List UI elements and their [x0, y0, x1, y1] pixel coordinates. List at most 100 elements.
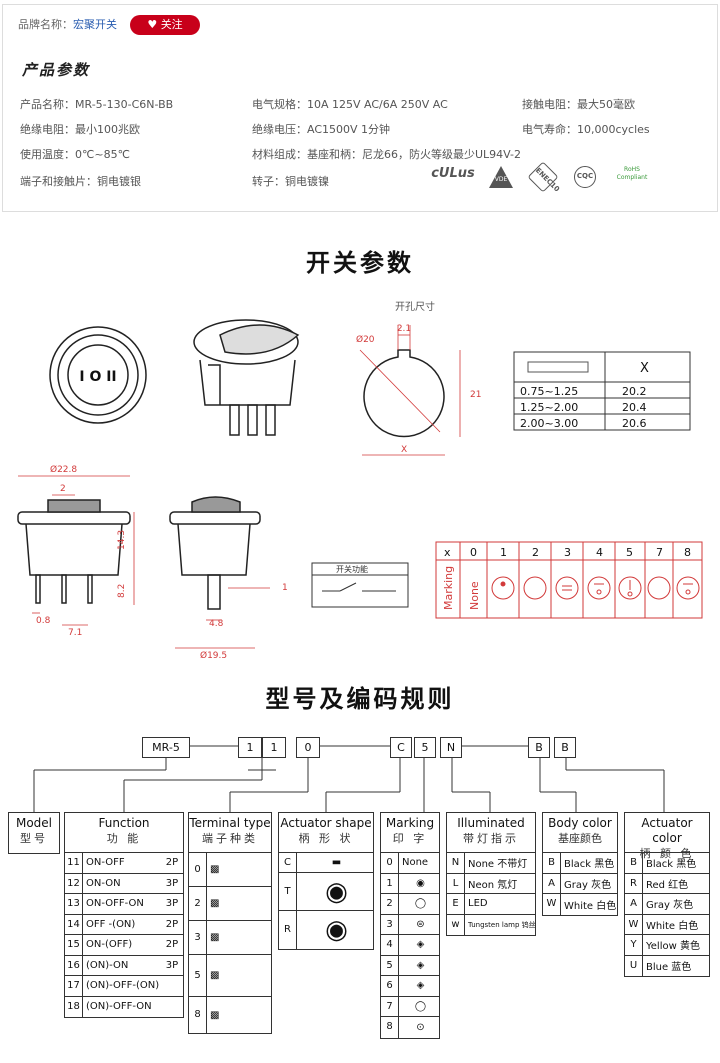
marking-col-8: 8: [684, 546, 691, 559]
code-function-1: 1: [238, 737, 262, 758]
front-view: [49, 326, 147, 424]
follow-label: 关注: [160, 18, 183, 31]
marking-5-icon: ◈: [416, 959, 425, 971]
thickness-range-2: 1.25~2.00: [520, 401, 578, 414]
marking-x: x: [444, 546, 451, 559]
terminal-2-icon: ▩: [210, 898, 220, 909]
brand-link[interactable]: 宏聚开关: [73, 18, 117, 31]
terminal-5-icon: ▩: [210, 970, 220, 981]
dim-d20: Ø20: [356, 334, 375, 345]
rocker-marking: I O II: [79, 369, 116, 385]
code-function-2: 1: [262, 737, 286, 758]
param-rotor: 转子：铜电镀镍: [252, 175, 329, 188]
param-temperature: 使用温度：0℃~85℃: [20, 148, 130, 161]
dim-0-8: 0.8: [36, 616, 51, 626]
marking-none: None: [468, 581, 481, 610]
model-en: Model: [15, 816, 53, 830]
hole-title: 开孔尺寸: [395, 300, 435, 313]
dim-7-1: 7.1: [68, 628, 82, 638]
product-info-card: [2, 4, 718, 212]
actuator-row: R◉: [279, 911, 373, 949]
marking-col-4: 4: [596, 546, 603, 559]
switch-function-label: 开关功能: [336, 564, 368, 574]
coding-title: 型号及编码规则: [265, 685, 455, 713]
marking-en: Marking: [385, 816, 435, 830]
marking-row: 2◯: [381, 894, 439, 915]
terminal-row: 0▩: [189, 853, 271, 887]
actuator-row: C▬: [279, 853, 373, 873]
vde-cert-icon: VDE: [488, 166, 514, 192]
dim-d19-5: Ø19.5: [200, 650, 227, 660]
dim-2: 2: [60, 484, 66, 494]
dim-d22-8: Ø22.8: [50, 464, 77, 475]
brand-label: 品牌名称：: [18, 18, 73, 31]
marking-col-2: 2: [532, 546, 539, 559]
code-illuminated: N: [440, 737, 462, 758]
marking-3-icon: ⊜: [416, 918, 425, 930]
model-cn: 型号: [20, 832, 48, 845]
marking-1-icon: ◉: [416, 877, 425, 889]
param-terminal: 端子和接触片：铜电镀银: [20, 175, 141, 188]
code-connectors: [33, 745, 665, 812]
marking-7-icon: ◯: [414, 1000, 427, 1012]
product-params-title: 产品参数: [22, 61, 91, 79]
terminal-cn: 端子种类: [202, 832, 258, 845]
perspective-view: [193, 319, 300, 436]
param-insulation-voltage: 绝缘电压：AC1500V 1分钟: [252, 123, 391, 136]
param-insulation-resistance: 绝缘电阻：最小100兆欧: [20, 123, 140, 136]
side-left-dims: [18, 475, 135, 626]
side-view-middle: [169, 496, 261, 610]
terminal-row: 8▩: [189, 997, 271, 1033]
body-color-en: Body color: [548, 816, 612, 830]
marking-row: 4◈: [381, 935, 439, 956]
marking-2-icon: ◯: [414, 898, 427, 910]
side-view-left: [17, 499, 131, 604]
code-body-color: B: [528, 737, 550, 758]
illuminated-en: Illuminated: [457, 816, 525, 830]
actuator-r-icon: ◉: [325, 915, 348, 945]
dim-2-1: 2.1: [397, 324, 411, 334]
code-marking: 5: [414, 737, 436, 758]
follow-button[interactable]: ♥ 关注: [130, 15, 200, 35]
switch-function-box: [311, 562, 409, 608]
marking-col-5: 5: [626, 546, 633, 559]
param-contact-resistance: 接触电阻：最大50毫欧: [522, 98, 635, 111]
side-mid-dims: [175, 587, 270, 649]
thickness-x-2: 20.4: [622, 401, 647, 414]
dim-21: 21: [470, 390, 481, 400]
thickness-x-1: 20.2: [622, 385, 647, 398]
actuator-t-icon: ◉: [325, 876, 348, 907]
marking-col-3: 3: [564, 546, 571, 559]
marking-6-icon: ◈: [416, 980, 425, 992]
function-row: 17(ON)-OFF-(ON): [65, 976, 183, 997]
brand-row: 品牌名称：宏聚开关: [18, 16, 117, 32]
dim-14-3: 14.3: [117, 530, 127, 550]
thickness-header: X: [640, 361, 649, 376]
enec-cert-icon: ENEC10: [527, 161, 561, 193]
dim-x: X: [401, 445, 407, 455]
marking-row: 8⊙: [381, 1017, 439, 1038]
marking-row-label: Marking: [442, 566, 455, 610]
function-cn: 功 能: [106, 832, 142, 845]
rohs-cert-icon: RoHS Compliant: [616, 166, 648, 181]
thickness-x-3: 20.6: [622, 417, 647, 430]
switch-drawing: I O II 开孔尺寸 2.1 Ø20 21 X X 0.75~1.25 20.…: [17, 300, 703, 660]
function-row: 18(ON)-OFF-ON: [65, 996, 183, 1017]
cqc-cert-icon: CQC: [570, 166, 600, 192]
thickness-table: [513, 351, 691, 431]
